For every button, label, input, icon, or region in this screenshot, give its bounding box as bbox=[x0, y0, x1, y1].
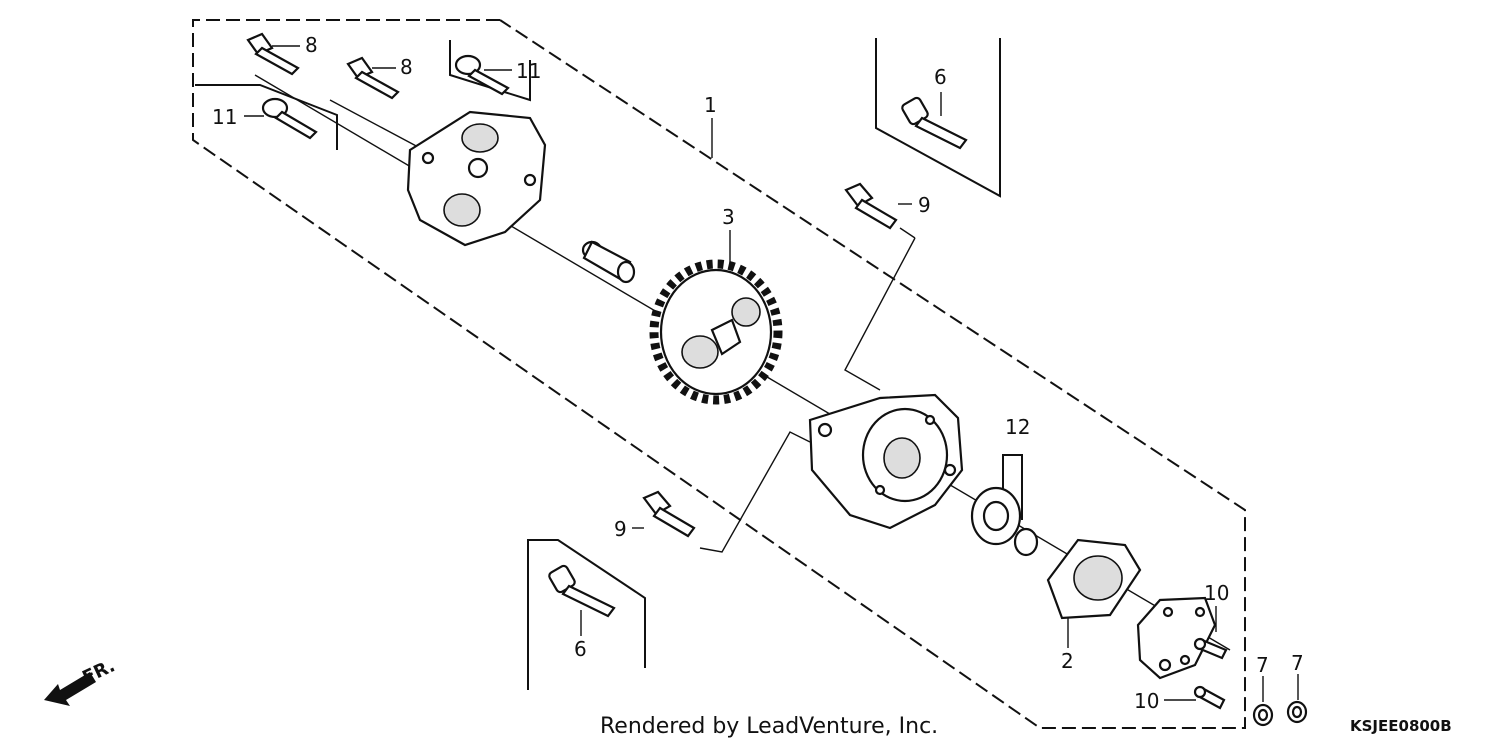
bracket-12 bbox=[1002, 454, 1023, 520]
callout-8-right: 8 bbox=[400, 55, 413, 79]
leader-9-top bbox=[899, 227, 916, 239]
callout-9-top: 9 bbox=[918, 193, 931, 217]
bolt-11-right bbox=[454, 54, 510, 96]
front-arrow-icon bbox=[44, 672, 96, 706]
screw-10-bottom bbox=[1193, 685, 1226, 710]
bolt-8-left bbox=[246, 32, 300, 76]
callout-3: 3 bbox=[722, 205, 735, 229]
leader-9-top-route bbox=[844, 237, 916, 391]
end-plate bbox=[1136, 596, 1217, 680]
drive-pin bbox=[581, 240, 636, 284]
callout-9-bottom: 9 bbox=[614, 517, 627, 541]
pump-body bbox=[808, 393, 964, 530]
bolt-11-left bbox=[261, 97, 318, 140]
washer-7-left bbox=[1252, 703, 1274, 727]
callout-10-top: 10 bbox=[1204, 581, 1229, 605]
bolt-6-bottom bbox=[548, 564, 616, 618]
outer-rotor bbox=[970, 486, 1022, 546]
callout-8-left: 8 bbox=[305, 33, 318, 57]
callout-11-right: 11 bbox=[516, 59, 541, 83]
axis-bolt-8 bbox=[329, 99, 421, 149]
render-credit: Rendered by LeadVenture, Inc. bbox=[600, 714, 938, 739]
callout-7-right: 7 bbox=[1291, 651, 1304, 675]
diagram-code: KSJEE0800B bbox=[1350, 717, 1452, 735]
leader-9-bottom-route bbox=[699, 431, 811, 553]
callout-1: 1 bbox=[704, 93, 717, 117]
bracket-6-bottom bbox=[527, 539, 646, 690]
screw-10-top bbox=[1193, 637, 1228, 660]
bolt-9-top bbox=[844, 182, 898, 230]
callout-6-top: 6 bbox=[934, 65, 947, 89]
pump-cover bbox=[406, 110, 547, 247]
bolt-6-top bbox=[901, 96, 968, 150]
callout-12: 12 bbox=[1005, 415, 1030, 439]
driven-gear bbox=[649, 259, 783, 405]
inner-rotor bbox=[1013, 527, 1039, 557]
callout-11-left: 11 bbox=[212, 105, 237, 129]
washer-7-right bbox=[1286, 700, 1308, 724]
bolt-8-right bbox=[346, 56, 400, 100]
front-label: FR. bbox=[79, 655, 118, 688]
bracket-6-top bbox=[875, 38, 1001, 198]
callout-2: 2 bbox=[1061, 649, 1074, 673]
bolt-9-bottom bbox=[642, 490, 696, 538]
callout-10-bottom: 10 bbox=[1134, 689, 1159, 713]
gasket bbox=[1046, 538, 1142, 620]
assembly-frame bbox=[192, 19, 1246, 729]
callout-6-bottom: 6 bbox=[574, 637, 587, 661]
callout-7-left: 7 bbox=[1256, 653, 1269, 677]
